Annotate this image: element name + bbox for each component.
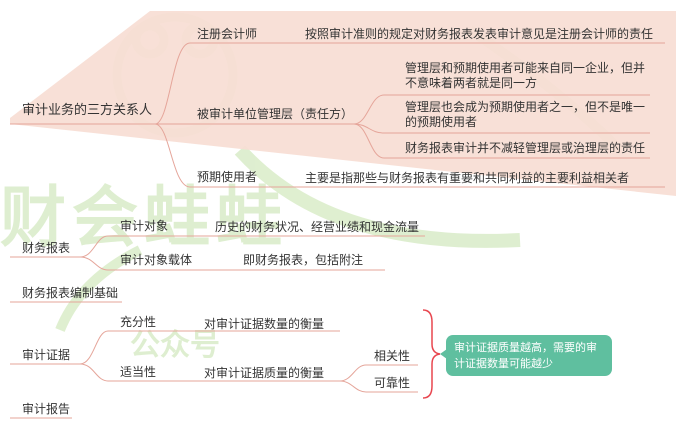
node-statements: 财务报表 xyxy=(22,241,71,255)
node-users-desc: 主要是指那些与财务报表有重要和共同利益的主要利益相关者 xyxy=(305,171,630,185)
node-sufficiency-desc: 对审计证据数量的衡量 xyxy=(204,317,325,331)
node-audited-detail-1: 管理层和预期使用者可能来自同一企业，但并不意味着两者就是同一方 xyxy=(405,61,646,90)
evidence-note-bubble: 审计证据质量越高，需要的审计证据数量可能越少 xyxy=(446,335,612,376)
node-audited-detail-3: 财务报表审计并不减轻管理层或治理层的责任 xyxy=(405,141,646,155)
node-audit-carrier-desc: 即财务报表，包括附注 xyxy=(243,253,364,267)
node-appropriateness-desc: 对审计证据质量的衡量 xyxy=(204,366,325,380)
node-relevance: 相关性 xyxy=(374,349,411,363)
node-audited-entity: 被审计单位管理层（责任方） xyxy=(197,107,354,121)
bracket xyxy=(422,309,441,399)
node-users: 预期使用者 xyxy=(197,170,258,184)
node-appropriateness: 适当性 xyxy=(120,365,157,379)
node-evidence: 审计证据 xyxy=(22,348,71,362)
node-cpa: 注册会计师 xyxy=(197,27,258,41)
node-audit-object: 审计对象 xyxy=(120,219,169,233)
highlight-panel xyxy=(10,11,676,196)
node-audited-detail-2: 管理层也会成为预期使用者之一，但不是唯一的预期使用者 xyxy=(405,100,646,129)
node-audit-carrier: 审计对象载体 xyxy=(120,253,193,267)
node-three-party: 审计业务的三方关系人 xyxy=(22,103,153,118)
node-reliability: 可靠性 xyxy=(374,376,411,390)
arrow-icon xyxy=(440,349,447,359)
node-reporting-basis: 财务报表编制基础 xyxy=(22,286,119,300)
node-sufficiency: 充分性 xyxy=(120,315,157,329)
node-audit-object-desc: 历史的财务状况、经营业绩和现金流量 xyxy=(215,220,420,234)
node-audit-report: 审计报告 xyxy=(22,402,71,416)
node-cpa-desc: 按照审计准则的规定对财务报表发表审计意见是注册会计师的责任 xyxy=(305,27,654,41)
